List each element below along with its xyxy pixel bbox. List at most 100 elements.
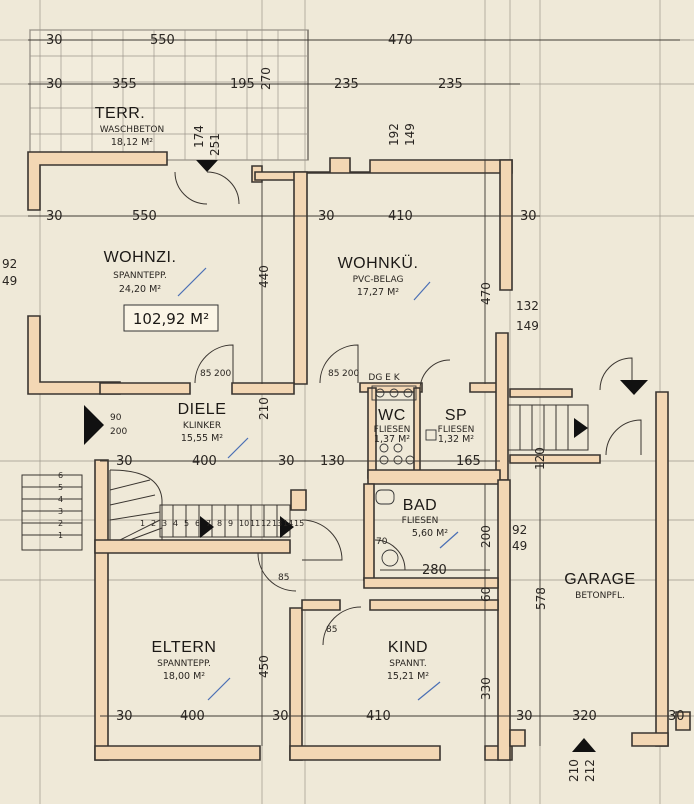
dim-diele-400: 400 (192, 454, 217, 469)
dim-row3-30c: 30 (520, 209, 537, 224)
dim-row2-195: 195 (230, 77, 255, 92)
dim-bot-30a: 30 (116, 709, 133, 724)
room-labels: TERR. WASCHBETON 18,12 M² WOHNZI. SPANNT… (95, 105, 635, 682)
door-200a: 200 (214, 369, 231, 379)
room-sp-material: FLIESEN (438, 425, 475, 435)
dim-row3-30b: 30 (318, 209, 335, 224)
dim-top-470: 470 (388, 33, 413, 48)
room-wc-material: FLIESEN (374, 425, 411, 435)
stair-step-number: 4 (173, 519, 178, 528)
pencil-marks (177, 267, 459, 701)
dim-row3-30a: 30 (46, 209, 63, 224)
dim-diele-165: 165 (456, 454, 481, 469)
vertical-dimension-labels: 440 470 450 330 578 200 210 60 192 149 1… (2, 67, 597, 782)
room-wohnzi-area: 24,20 M² (119, 284, 161, 295)
room-kind-area: 15,21 M² (387, 671, 429, 682)
room-diele-area: 15,55 M² (181, 433, 223, 444)
dim-v-270: 270 (259, 67, 273, 90)
garage-side-arrow (620, 380, 648, 395)
room-diele-name: DIELE (178, 401, 227, 418)
dim-v-470: 470 (479, 282, 493, 305)
room-terrace-material: WASCHBETON (100, 125, 165, 135)
dim-v-578: 578 (534, 587, 548, 610)
dim-v-49: 49 (2, 274, 17, 288)
dim-bot-30d: 30 (668, 709, 685, 724)
terrace-door-arrow (196, 160, 218, 172)
room-wohnku-material: PVC-BELAG (353, 275, 404, 285)
dimension-lines (28, 39, 690, 746)
room-eltern-name: ELTERN (152, 639, 217, 656)
dim-v-149b: 149 (516, 319, 539, 333)
walls (27, 151, 691, 761)
stair-step-number: 11 (250, 519, 260, 528)
total-area-box (123, 304, 219, 332)
dim-v-212: 212 (583, 759, 597, 782)
dim-v-210b: 210 (567, 759, 581, 782)
dim-bot-410: 410 (366, 709, 391, 724)
dimension-labels: 30 550 470 30 355 195 235 235 30 550 30 … (46, 33, 685, 724)
dim-v-192: 192 (387, 123, 401, 146)
dim-row3-410: 410 (388, 209, 413, 224)
door-200b: 200 (342, 369, 359, 379)
room-eltern-area: 18,00 M² (163, 671, 205, 682)
dim-v-49b: 49 (512, 539, 527, 553)
room-kind-name: KIND (388, 639, 428, 656)
dim-diele-130: 130 (320, 454, 345, 469)
room-sp-name: SP (445, 407, 467, 424)
room-wohnku-area: 17,27 M² (357, 287, 399, 298)
dim-bot-320: 320 (572, 709, 597, 724)
dim-bot-30c: 30 (516, 709, 533, 724)
stair-step-number: 10 (239, 519, 249, 528)
terrace-paving-grid (29, 29, 309, 161)
dim-v-120: 120 (533, 447, 547, 470)
room-bad-area: 5,60 M² (412, 528, 448, 539)
room-garage-name: GARAGE (564, 571, 635, 588)
staircase (21, 404, 589, 551)
stair-step-number: 8 (217, 519, 222, 528)
dim-row3-550: 550 (132, 209, 157, 224)
stair-step-number: 2 (151, 519, 156, 528)
outside-step-number: 6 (58, 471, 63, 480)
stair-step-number: 1 (140, 519, 145, 528)
dim-bot-400: 400 (180, 709, 205, 724)
dim-v-174: 174 (192, 125, 206, 148)
main-entrance-arrow (84, 405, 104, 445)
dim-diele-30b: 30 (278, 454, 295, 469)
outside-step-number: 1 (58, 531, 63, 540)
dim-v-60: 60 (479, 587, 493, 602)
kitchen-legend: DG E K (368, 373, 400, 383)
dim-row2-30: 30 (46, 77, 63, 92)
dim-v-200: 200 (479, 525, 493, 548)
door-70: 70 (376, 537, 388, 547)
door-85b: 85 (328, 369, 339, 379)
dim-v-210: 210 (257, 397, 271, 420)
doors (174, 171, 642, 646)
door-85d: 85 (326, 625, 337, 635)
room-wohnzi-name: WOHNZI. (104, 249, 177, 266)
dim-v-330: 330 (479, 677, 493, 700)
kitchen-appliances (371, 385, 437, 567)
stair-step-number: 12 (261, 519, 271, 528)
entrance-markers (84, 160, 648, 752)
dim-row2-355: 355 (112, 77, 137, 92)
room-wc-name: WC (378, 407, 406, 424)
dim-row2-235a: 235 (334, 77, 359, 92)
room-wohnzi-material: SPANNTEPP. (113, 271, 167, 281)
dim-v-92b: 92 (512, 523, 527, 537)
room-diele-material: KLINKER (183, 421, 221, 431)
stair-step-number: 14 (283, 519, 293, 528)
stair-step-number: 6 (195, 519, 200, 528)
door-90: 90 (110, 413, 122, 423)
outside-step-number: 5 (58, 483, 63, 492)
dim-bot-30b: 30 (272, 709, 289, 724)
dim-v-132: 132 (516, 299, 539, 313)
stair-step-number: 3 (162, 519, 167, 528)
dim-top-30: 30 (46, 33, 63, 48)
room-terrace-area: 18,12 M² (111, 137, 153, 148)
room-bad-name: BAD (403, 497, 437, 514)
dim-v-92: 92 (2, 257, 17, 271)
outside-step-number: 2 (58, 519, 63, 528)
room-kind-material: SPANNT. (389, 659, 426, 669)
dim-top-550: 550 (150, 33, 175, 48)
